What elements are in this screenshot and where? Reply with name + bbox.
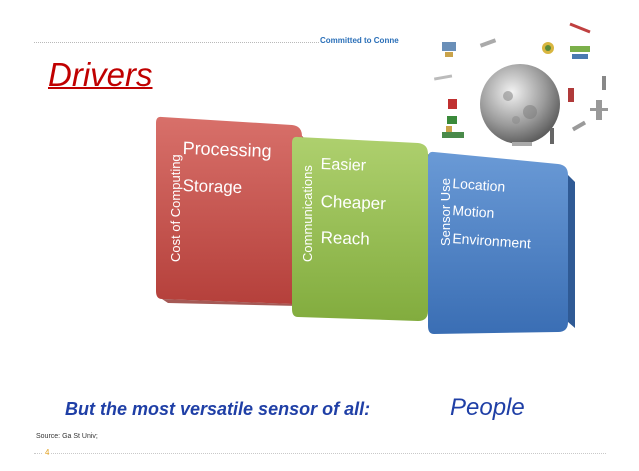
communications-panel-label: Communications (300, 165, 315, 262)
sensor-use-panel-label: Sensor Use (438, 178, 453, 246)
storage-item: Storage (182, 176, 243, 198)
easier-item: Easier (320, 156, 367, 175)
people-text: People (450, 394, 525, 421)
cheaper-item: Cheaper (320, 192, 387, 214)
page-number: 4 (43, 448, 52, 457)
globe-icon (480, 64, 560, 144)
satellite-icon (442, 38, 590, 59)
bottom-statement: But the most versatile sensor of all: (65, 399, 371, 419)
radar-icon (433, 42, 554, 124)
computing-panel-label: Cost of Computing (168, 154, 183, 262)
footer-divider (34, 453, 606, 454)
sensor-collage-image (433, 22, 608, 146)
rocket-icon (569, 22, 606, 132)
sensor-use-panel (428, 151, 575, 334)
header-tagline: Committed to Conne (320, 36, 399, 45)
sensor-icon (442, 126, 554, 146)
reach-item: Reach (320, 228, 371, 249)
airplane-icon (568, 88, 608, 120)
source-citation: Source: Ga St Univ; (36, 433, 98, 440)
header-divider (34, 42, 319, 43)
processing-item: Processing (182, 138, 272, 162)
motion-item: Motion (451, 202, 495, 221)
slide-title: Drivers (48, 56, 153, 93)
